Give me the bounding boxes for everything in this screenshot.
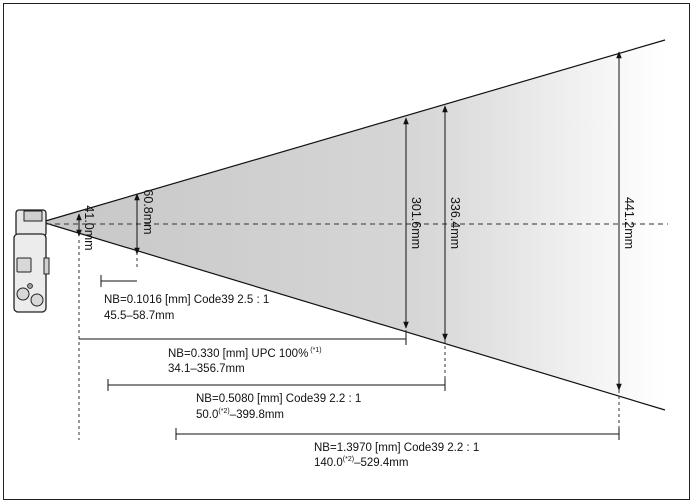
spec-3-line1: NB=0.5080 [mm] Code39 2.2 : 1 (196, 393, 361, 405)
width-label-41: 41.0mm (82, 205, 96, 250)
beam-edge-top (41, 39, 666, 223)
scanner-device-icon (13, 209, 50, 313)
range-bar-2 (79, 333, 407, 345)
scan-beam (42, 40, 665, 410)
spec-4-line1: NB=1.3970 [mm] Code39 2.2 : 1 (314, 442, 479, 454)
frame-border (3, 3, 690, 500)
width-label-60: 60.8mm (141, 189, 155, 234)
spec-2-sup: (*1) (310, 347, 321, 354)
spec-3-line2: 50.0(*2)–399.8mm (196, 408, 284, 421)
spec-4-a: 140.0 (314, 457, 343, 469)
beam-edge-bottom (41, 221, 666, 411)
spec-4-b: –529.4mm (354, 457, 408, 469)
width-label-441: 441.2mm (622, 197, 636, 249)
spec-4-line2: 140.0(*2)–529.4mm (314, 456, 408, 469)
spec-2-line2: 34.1–356.7mm (168, 363, 245, 375)
range-bar-1 (100, 275, 137, 287)
spec-3-b: –399.8mm (230, 409, 284, 421)
range-bar-4 (175, 428, 620, 440)
spec-2-line1: NB=0.330 [mm] UPC 100%(*1) (168, 347, 322, 360)
spec-2-main: NB=0.330 [mm] UPC 100% (168, 348, 308, 360)
spec-4-sup: (*2) (343, 456, 354, 463)
spec-3-sup: (*2) (218, 408, 229, 415)
spec-1-line2: 45.5–58.7mm (104, 310, 174, 322)
range-bar-3 (107, 379, 446, 391)
width-label-336: 336.4mm (448, 197, 462, 249)
width-label-301: 301.6mm (409, 197, 423, 249)
spec-3-a: 50.0 (196, 409, 218, 421)
spec-1-line1: NB=0.1016 [mm] Code39 2.5 : 1 (104, 294, 269, 306)
